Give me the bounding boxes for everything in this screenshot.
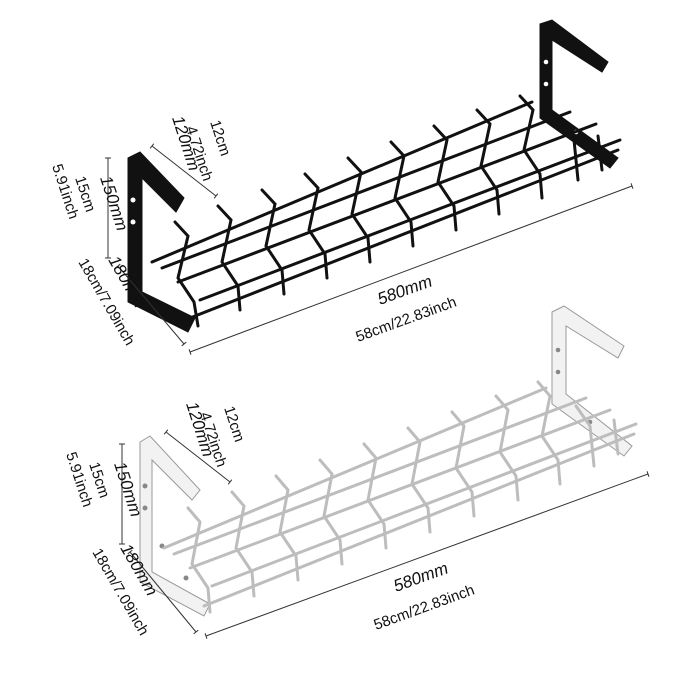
- length-alt-label: 58cm/22.83inch: [372, 582, 477, 634]
- black-cable-tray: 580mm 58cm/22.83inch 150mm 15cm 5.91inch…: [48, 19, 634, 355]
- bracket-cm-label: 12cm: [220, 404, 248, 444]
- bracket-cm-label: 12cm: [206, 118, 234, 158]
- white-cable-tray: 580mm 58cm/22.83inch 150mm 15cm 5.91inch…: [62, 305, 650, 639]
- length-alt-label: 58cm/22.83inch: [354, 294, 459, 346]
- height-mm-label: 150mm: [96, 173, 132, 233]
- right-bracket: [551, 305, 633, 457]
- length-mm-label: 580mm: [391, 559, 451, 596]
